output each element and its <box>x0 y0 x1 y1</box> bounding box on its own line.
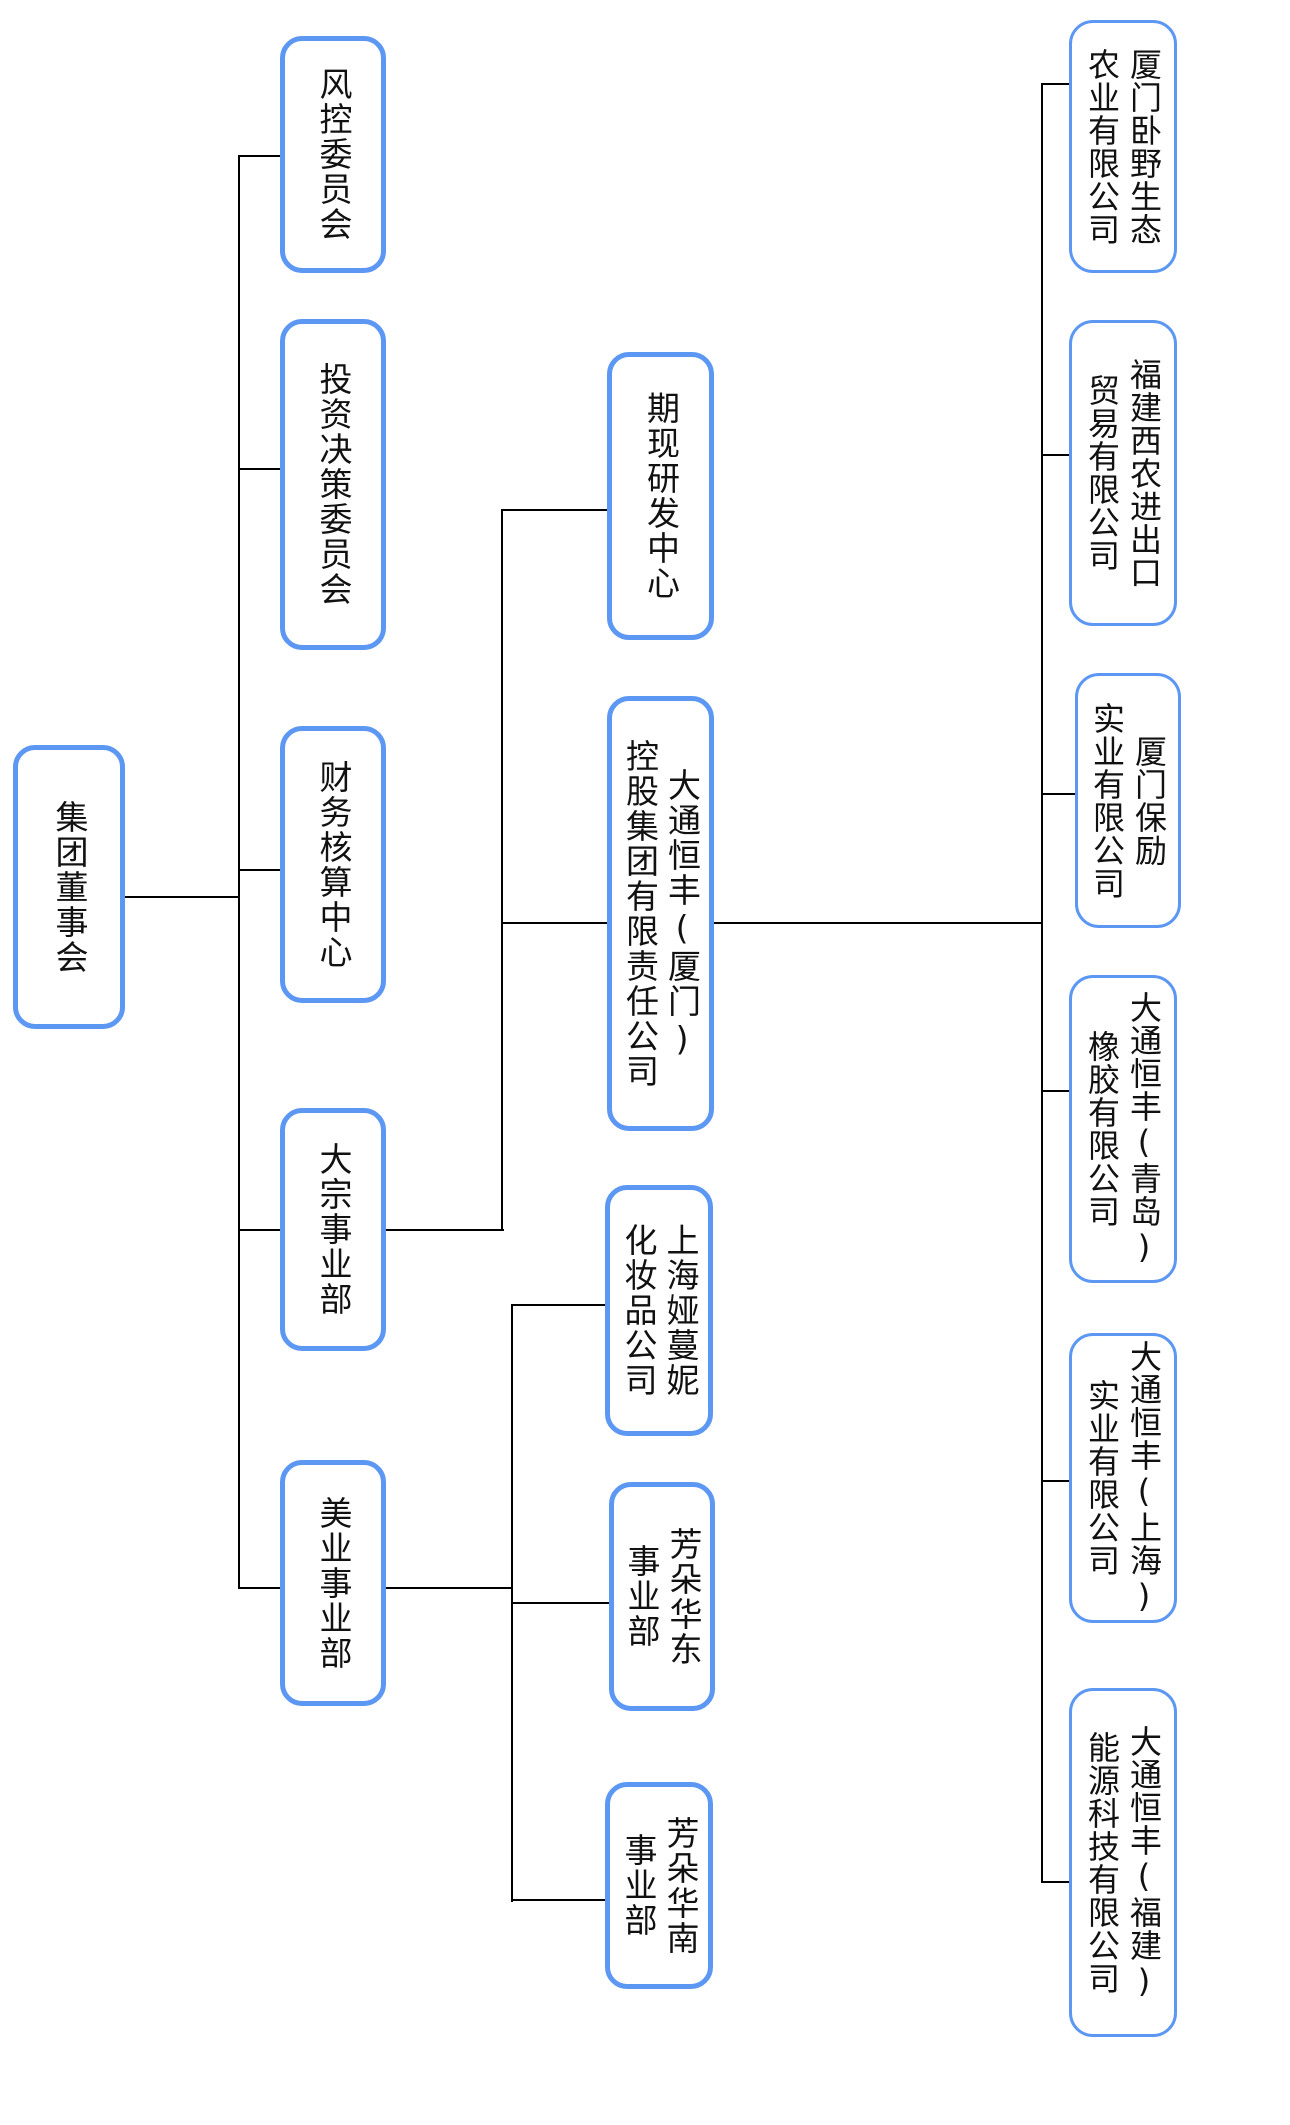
node-label: 期现研发中心 <box>641 391 681 601</box>
node-label-line1: 芳朵华东 <box>664 1526 703 1667</box>
node-label-line2: 事业部 <box>619 1833 658 1938</box>
connector-qingdao <box>1041 1090 1071 1092</box>
connector-xinong <box>1041 454 1071 456</box>
node-label: 投资决策委员会 <box>314 362 353 607</box>
node-fangduo-south[interactable]: 芳朵华南 事业部 <box>605 1782 713 1989</box>
node-label-line2: 控股集团有限责任公司 <box>620 738 660 1089</box>
connector-level1-trunk <box>238 155 240 1589</box>
node-label: 集团董事会 <box>50 799 89 975</box>
connector-dazong <box>238 1229 282 1231</box>
node-baoli-industry[interactable]: 厦门保励 实业有限公司 <box>1075 673 1181 928</box>
node-label-line2: 农业有限公司 <box>1083 47 1121 246</box>
node-risk-committee[interactable]: 风控委员会 <box>280 36 386 273</box>
node-qingdao-rubber[interactable]: 大通恒丰(青岛) 橡胶有限公司 <box>1069 975 1177 1283</box>
node-label: 风控委员会 <box>314 67 353 242</box>
connector-huadong <box>511 1602 611 1604</box>
connector-qixian <box>501 509 609 511</box>
node-xinong-trade[interactable]: 福建西农进出口 贸易有限公司 <box>1069 320 1177 626</box>
node-label-line1: 上海娅蔓妮 <box>661 1223 700 1398</box>
node-board-of-directors[interactable]: 集团董事会 <box>13 745 125 1029</box>
connector-baoli <box>1041 793 1077 795</box>
connector-dazong-out <box>385 1229 504 1231</box>
node-finance-center[interactable]: 财务核算中心 <box>280 726 386 1003</box>
connector-dazong-trunk <box>501 509 503 1231</box>
node-label: 大宗事业部 <box>314 1142 353 1317</box>
node-label-line1: 大通恒丰(上海) <box>1125 1340 1163 1616</box>
connector-meiye <box>238 1587 282 1589</box>
connector-huanan <box>511 1899 607 1901</box>
node-label-line2: 实业有限公司 <box>1083 1379 1121 1577</box>
node-label-line1: 厦门卧野生态 <box>1125 47 1163 246</box>
node-rd-center[interactable]: 期现研发中心 <box>607 352 714 640</box>
node-fangduo-east[interactable]: 芳朵华东 事业部 <box>609 1482 715 1711</box>
node-label-line1: 大通恒丰(厦门) <box>662 767 702 1060</box>
node-label: 财务核算中心 <box>314 759 353 970</box>
node-label-line2: 实业有限公司 <box>1088 701 1126 900</box>
connector-shanghai <box>1041 1480 1071 1482</box>
connector-woye <box>1041 83 1071 85</box>
node-label-line2: 事业部 <box>622 1544 661 1649</box>
node-commodity-division[interactable]: 大宗事业部 <box>280 1108 386 1351</box>
node-label-line2: 贸易有限公司 <box>1083 374 1121 572</box>
node-label-line1: 大通恒丰(青岛) <box>1125 991 1163 1267</box>
connector-fujian <box>1041 1881 1071 1883</box>
node-woye-agriculture[interactable]: 厦门卧野生态 农业有限公司 <box>1069 20 1177 273</box>
node-datong-holding[interactable]: 大通恒丰(厦门) 控股集团有限责任公司 <box>607 696 714 1131</box>
connector-fengkong <box>238 155 282 157</box>
node-investment-committee[interactable]: 投资决策委员会 <box>280 319 386 650</box>
connector-yamanni <box>511 1304 607 1306</box>
connector-datong <box>501 922 609 924</box>
connector-caiwu <box>238 869 282 871</box>
connector-meiye-out <box>385 1587 513 1589</box>
node-label-line2: 能源科技有限公司 <box>1083 1730 1121 1995</box>
node-yamanni-cosmetics[interactable]: 上海娅蔓妮 化妆品公司 <box>605 1185 713 1436</box>
connector-touzi <box>238 468 282 470</box>
node-label-line2: 化妆品公司 <box>619 1223 658 1398</box>
connector-datong-out <box>713 922 1043 924</box>
node-beauty-division[interactable]: 美业事业部 <box>280 1460 386 1706</box>
node-label-line2: 橡胶有限公司 <box>1083 1030 1121 1228</box>
node-label-line1: 大通恒丰(福建) <box>1125 1724 1163 2001</box>
node-label-line1: 芳朵华南 <box>661 1815 700 1956</box>
node-label-line1: 福建西农进出口 <box>1125 357 1163 589</box>
node-label: 美业事业部 <box>314 1495 353 1671</box>
node-shanghai-industry[interactable]: 大通恒丰(上海) 实业有限公司 <box>1069 1333 1177 1623</box>
connector-datong-trunk <box>1041 83 1043 1883</box>
node-label-line1: 厦门保励 <box>1130 734 1168 867</box>
connector-root <box>124 896 240 898</box>
node-fujian-energy[interactable]: 大通恒丰(福建) 能源科技有限公司 <box>1069 1688 1177 2037</box>
